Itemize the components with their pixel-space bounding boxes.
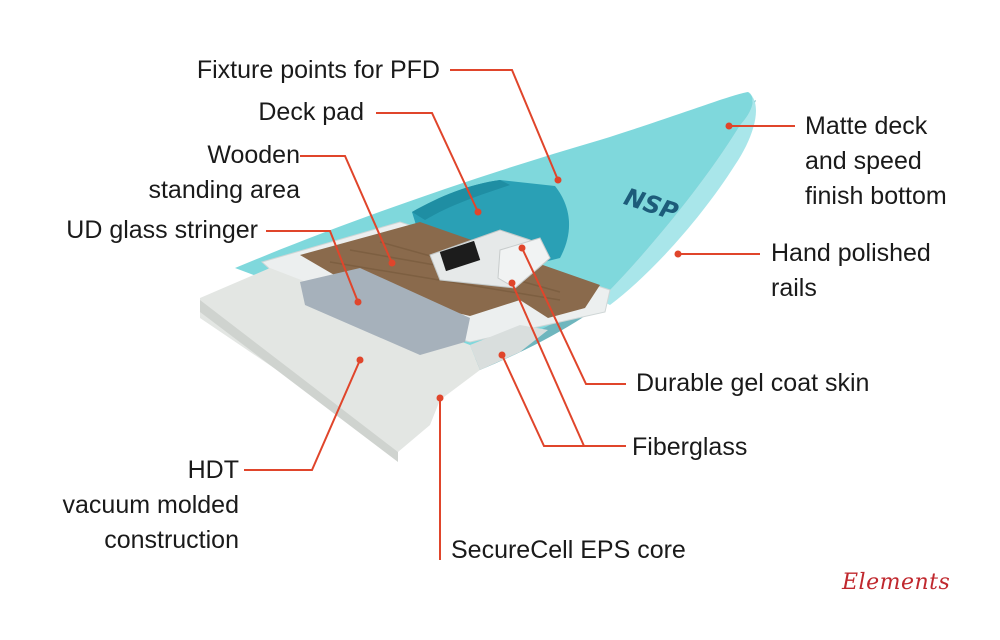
- leader-gel: [521, 247, 626, 385]
- dot-core: [436, 394, 444, 402]
- leader-wooden: [300, 155, 393, 264]
- leader-hdt: [244, 359, 361, 471]
- fixture-strap: [497, 237, 551, 289]
- label-eps-core: SecureCell EPS core: [451, 536, 686, 564]
- dot-ud-glass: [354, 298, 362, 306]
- dot-fiberglass-b: [498, 351, 506, 359]
- dot-wooden: [388, 259, 396, 267]
- deck-pad-shade: [412, 180, 510, 220]
- label-ud-glass-stringer: UD glass stringer: [66, 216, 258, 244]
- dot-rails: [674, 250, 682, 258]
- dot-matte: [725, 122, 733, 130]
- dot-hdt: [356, 356, 364, 364]
- label-hdt: HDT vacuum molded construction: [62, 456, 239, 554]
- fixture-bracket: [439, 240, 481, 272]
- label-wooden-standing-area: Wooden standing area: [148, 141, 300, 204]
- label-deck-pad: Deck pad: [258, 98, 364, 126]
- leader-fiberglass-b: [501, 354, 626, 447]
- eps-core-front: [200, 300, 398, 462]
- label-fixture-points: Fixture points for PFD: [196, 56, 440, 84]
- eps-core: [200, 268, 480, 452]
- ud-glass-stringer: [300, 268, 470, 355]
- dot-deck-pad: [474, 208, 482, 216]
- label-fiberglass: Fiberglass: [632, 433, 748, 461]
- label-matte-deck: Matte deck and speed finish bottom: [805, 112, 947, 210]
- leader-deck-pad: [376, 112, 479, 213]
- leader-ud-glass: [266, 230, 359, 303]
- fiberglass-step: [470, 325, 548, 370]
- label-hand-polished-rails: Hand polished rails: [771, 239, 931, 302]
- dot-gel: [518, 244, 526, 252]
- leader-fiberglass-a: [511, 282, 585, 447]
- label-gel-coat: Durable gel coat skin: [636, 369, 870, 397]
- dot-fiberglass-a: [508, 279, 516, 287]
- leader-fixture: [450, 69, 559, 181]
- brand-logo: Elements: [842, 570, 951, 595]
- dot-fixture: [554, 176, 562, 184]
